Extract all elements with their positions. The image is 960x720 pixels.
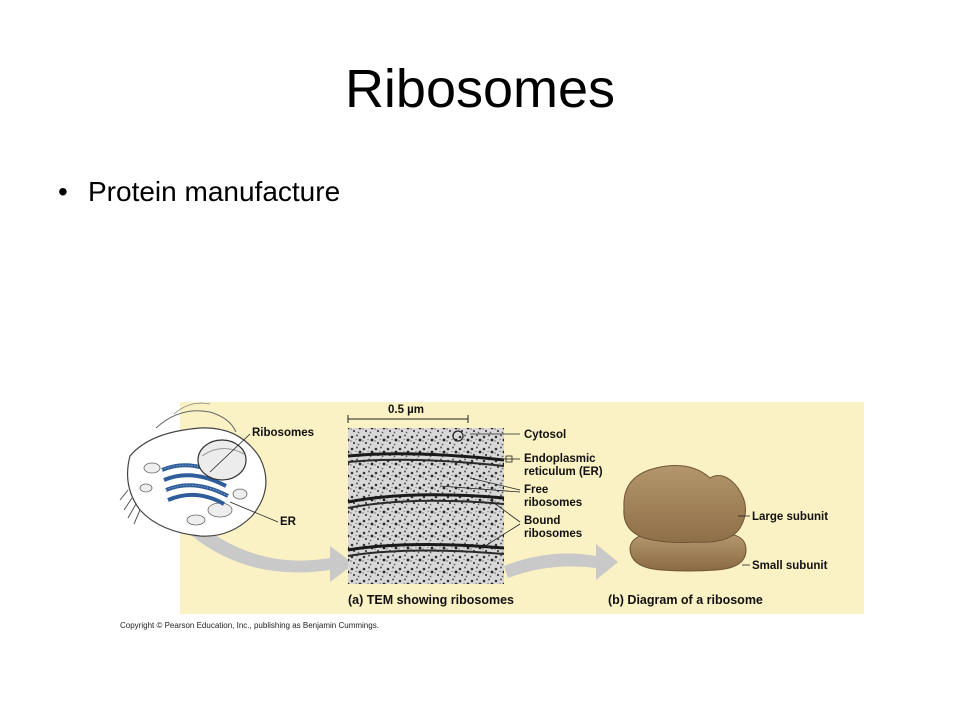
- label-er-line2: reticulum (ER): [524, 466, 603, 478]
- copyright-text: Copyright © Pearson Education, Inc., pub…: [120, 621, 379, 630]
- leader-free-1: [469, 477, 521, 491]
- label-free-line2: ribosomes: [524, 497, 582, 509]
- leader-ribosomes: [209, 433, 251, 473]
- arrow-tem-to-diagram: [504, 544, 618, 580]
- ribosome-diagram: [623, 465, 747, 572]
- bullet-item: • Protein manufacture: [58, 176, 340, 208]
- scale-bar-label: 0.5 µm: [388, 404, 424, 416]
- caption-b: (b) Diagram of a ribosome: [608, 593, 763, 607]
- caption-a: (a) TEM showing ribosomes: [348, 593, 514, 607]
- leader-bound-1: [489, 499, 521, 523]
- label-cytosol: Cytosol: [524, 429, 566, 441]
- er-marker: [505, 455, 513, 463]
- label-bound-line2: ribosomes: [524, 528, 582, 540]
- label-bound-line1: Bound: [524, 515, 560, 527]
- leader-er: [229, 501, 279, 523]
- cell-illustration: [119, 402, 267, 537]
- leader-free-2: [439, 485, 521, 493]
- figure-panel: [180, 402, 864, 614]
- label-large-subunit: Large subunit: [752, 511, 828, 523]
- large-subunit: [623, 465, 746, 543]
- tem-micrograph: [347, 428, 505, 584]
- label-small-subunit: Small subunit: [752, 560, 828, 572]
- slide-title: Ribosomes: [344, 59, 616, 119]
- leader-bound-2: [481, 523, 521, 549]
- label-er-line1: Endoplasmic: [524, 453, 596, 465]
- arrow-cell-to-tem: [192, 526, 354, 582]
- bullet-text: Protein manufacture: [88, 176, 341, 207]
- bullet-dot: •: [58, 176, 68, 207]
- label-er: ER: [280, 516, 297, 528]
- ribosome-figure: Ribosomes ER 0.5 µm Cytosol Endoplasmic …: [119, 402, 864, 630]
- label-ribosomes: Ribosomes: [252, 427, 314, 439]
- label-free-line1: Free: [524, 484, 548, 496]
